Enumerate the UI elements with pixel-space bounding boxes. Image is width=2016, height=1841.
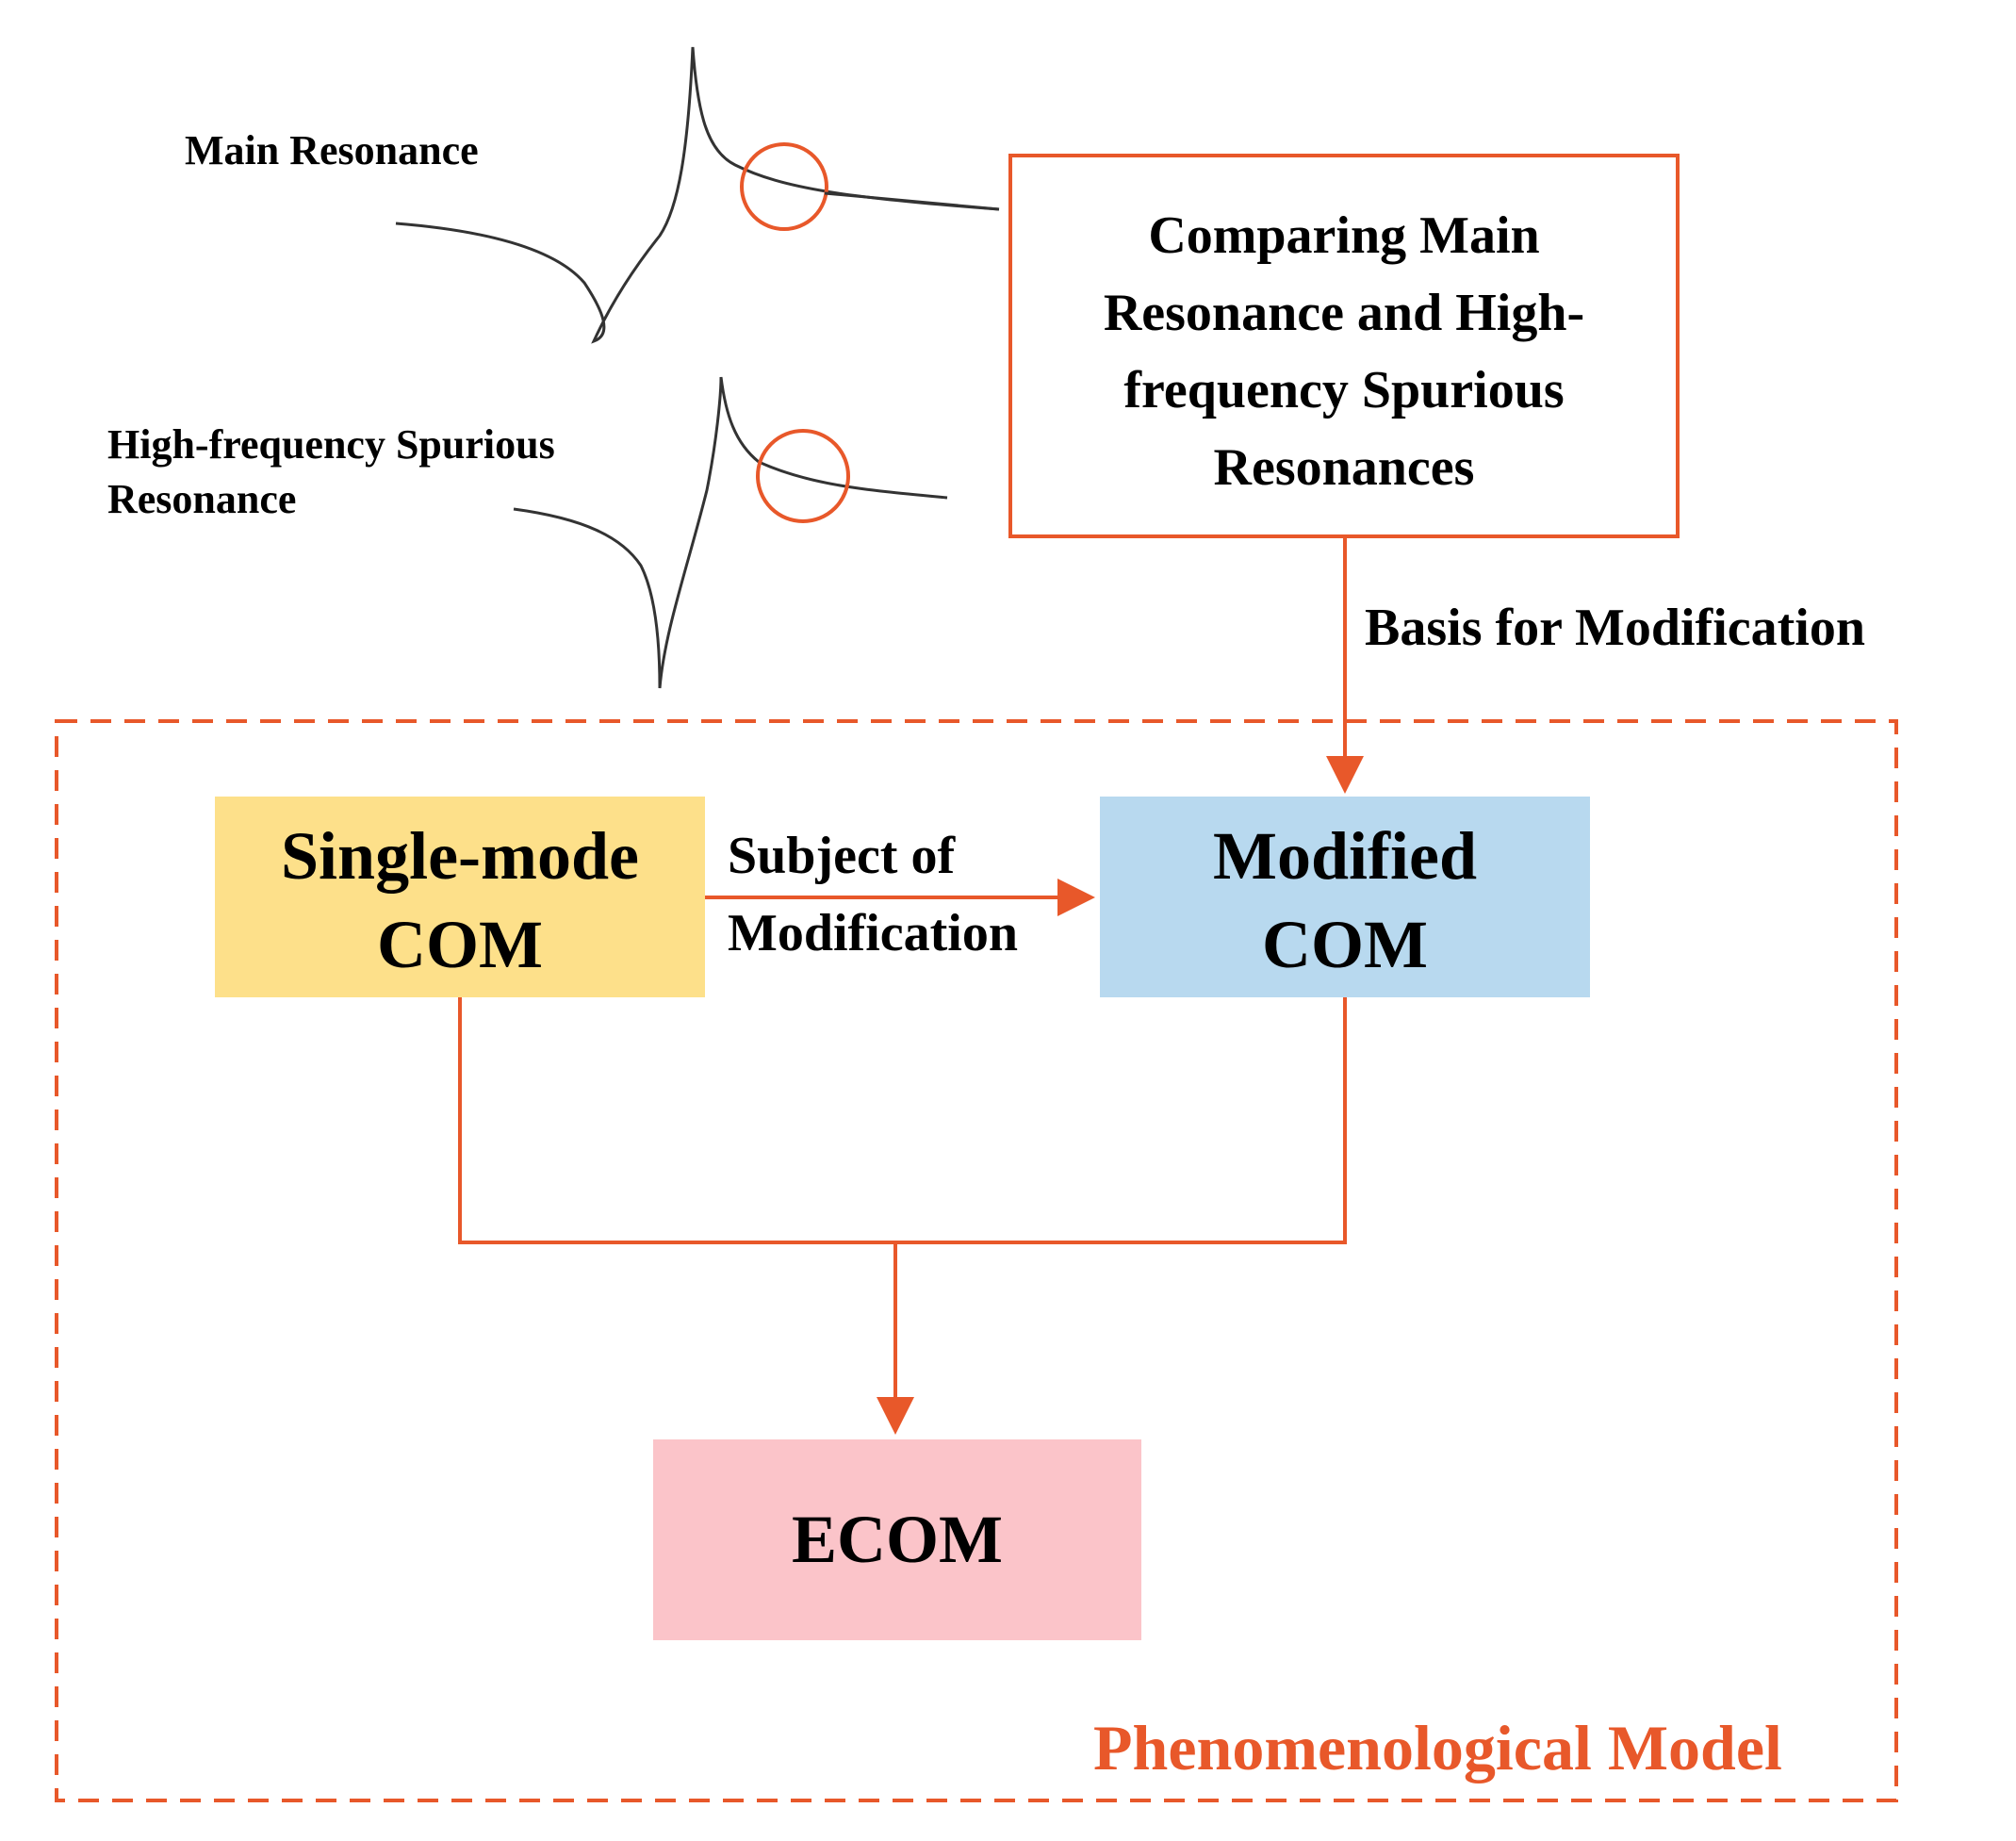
subject-label-line2: Modification [728,904,1018,962]
main-to-comparing-connector [824,191,1000,211]
single-mode-com-line1: Single-mode [280,818,639,894]
ecom-box [653,1439,1141,1640]
single-mode-com-line2: COM [377,907,543,982]
comparing-box-line1: Comparing Main [1148,206,1540,265]
comparing-box-line2: Resonance and High- [1103,284,1585,342]
single-mode-com-box [215,797,705,997]
spurious-resonance-label-line2: Resonance [107,476,297,522]
modified-com-line1: Modified [1213,818,1477,894]
spurious-resonance-label-line1: High-frequency Spurious [107,421,555,468]
subject-label-line1: Subject of [728,827,956,885]
phenomenological-model-region [55,719,1898,1802]
region-label: Phenomenological Model [1093,1712,1782,1783]
ecom-label: ECOM [792,1502,1003,1577]
modified-to-junction-line [895,997,1347,1244]
main-resonance-curve [395,46,1000,344]
single-mode-to-junction-line [458,997,895,1244]
comparing-box-line4: Resonances [1213,438,1475,497]
main-resonance-marker [740,142,828,231]
modified-com-line2: COM [1262,907,1428,982]
spurious-resonance-curve [513,376,948,689]
modified-com-box [1100,797,1590,997]
basis-label: Basis for Modification [1365,599,1865,657]
comparing-box-line3: frequency Spurious [1123,361,1565,419]
spurious-resonance-marker [756,429,850,523]
main-resonance-label: Main Resonance [185,127,479,173]
